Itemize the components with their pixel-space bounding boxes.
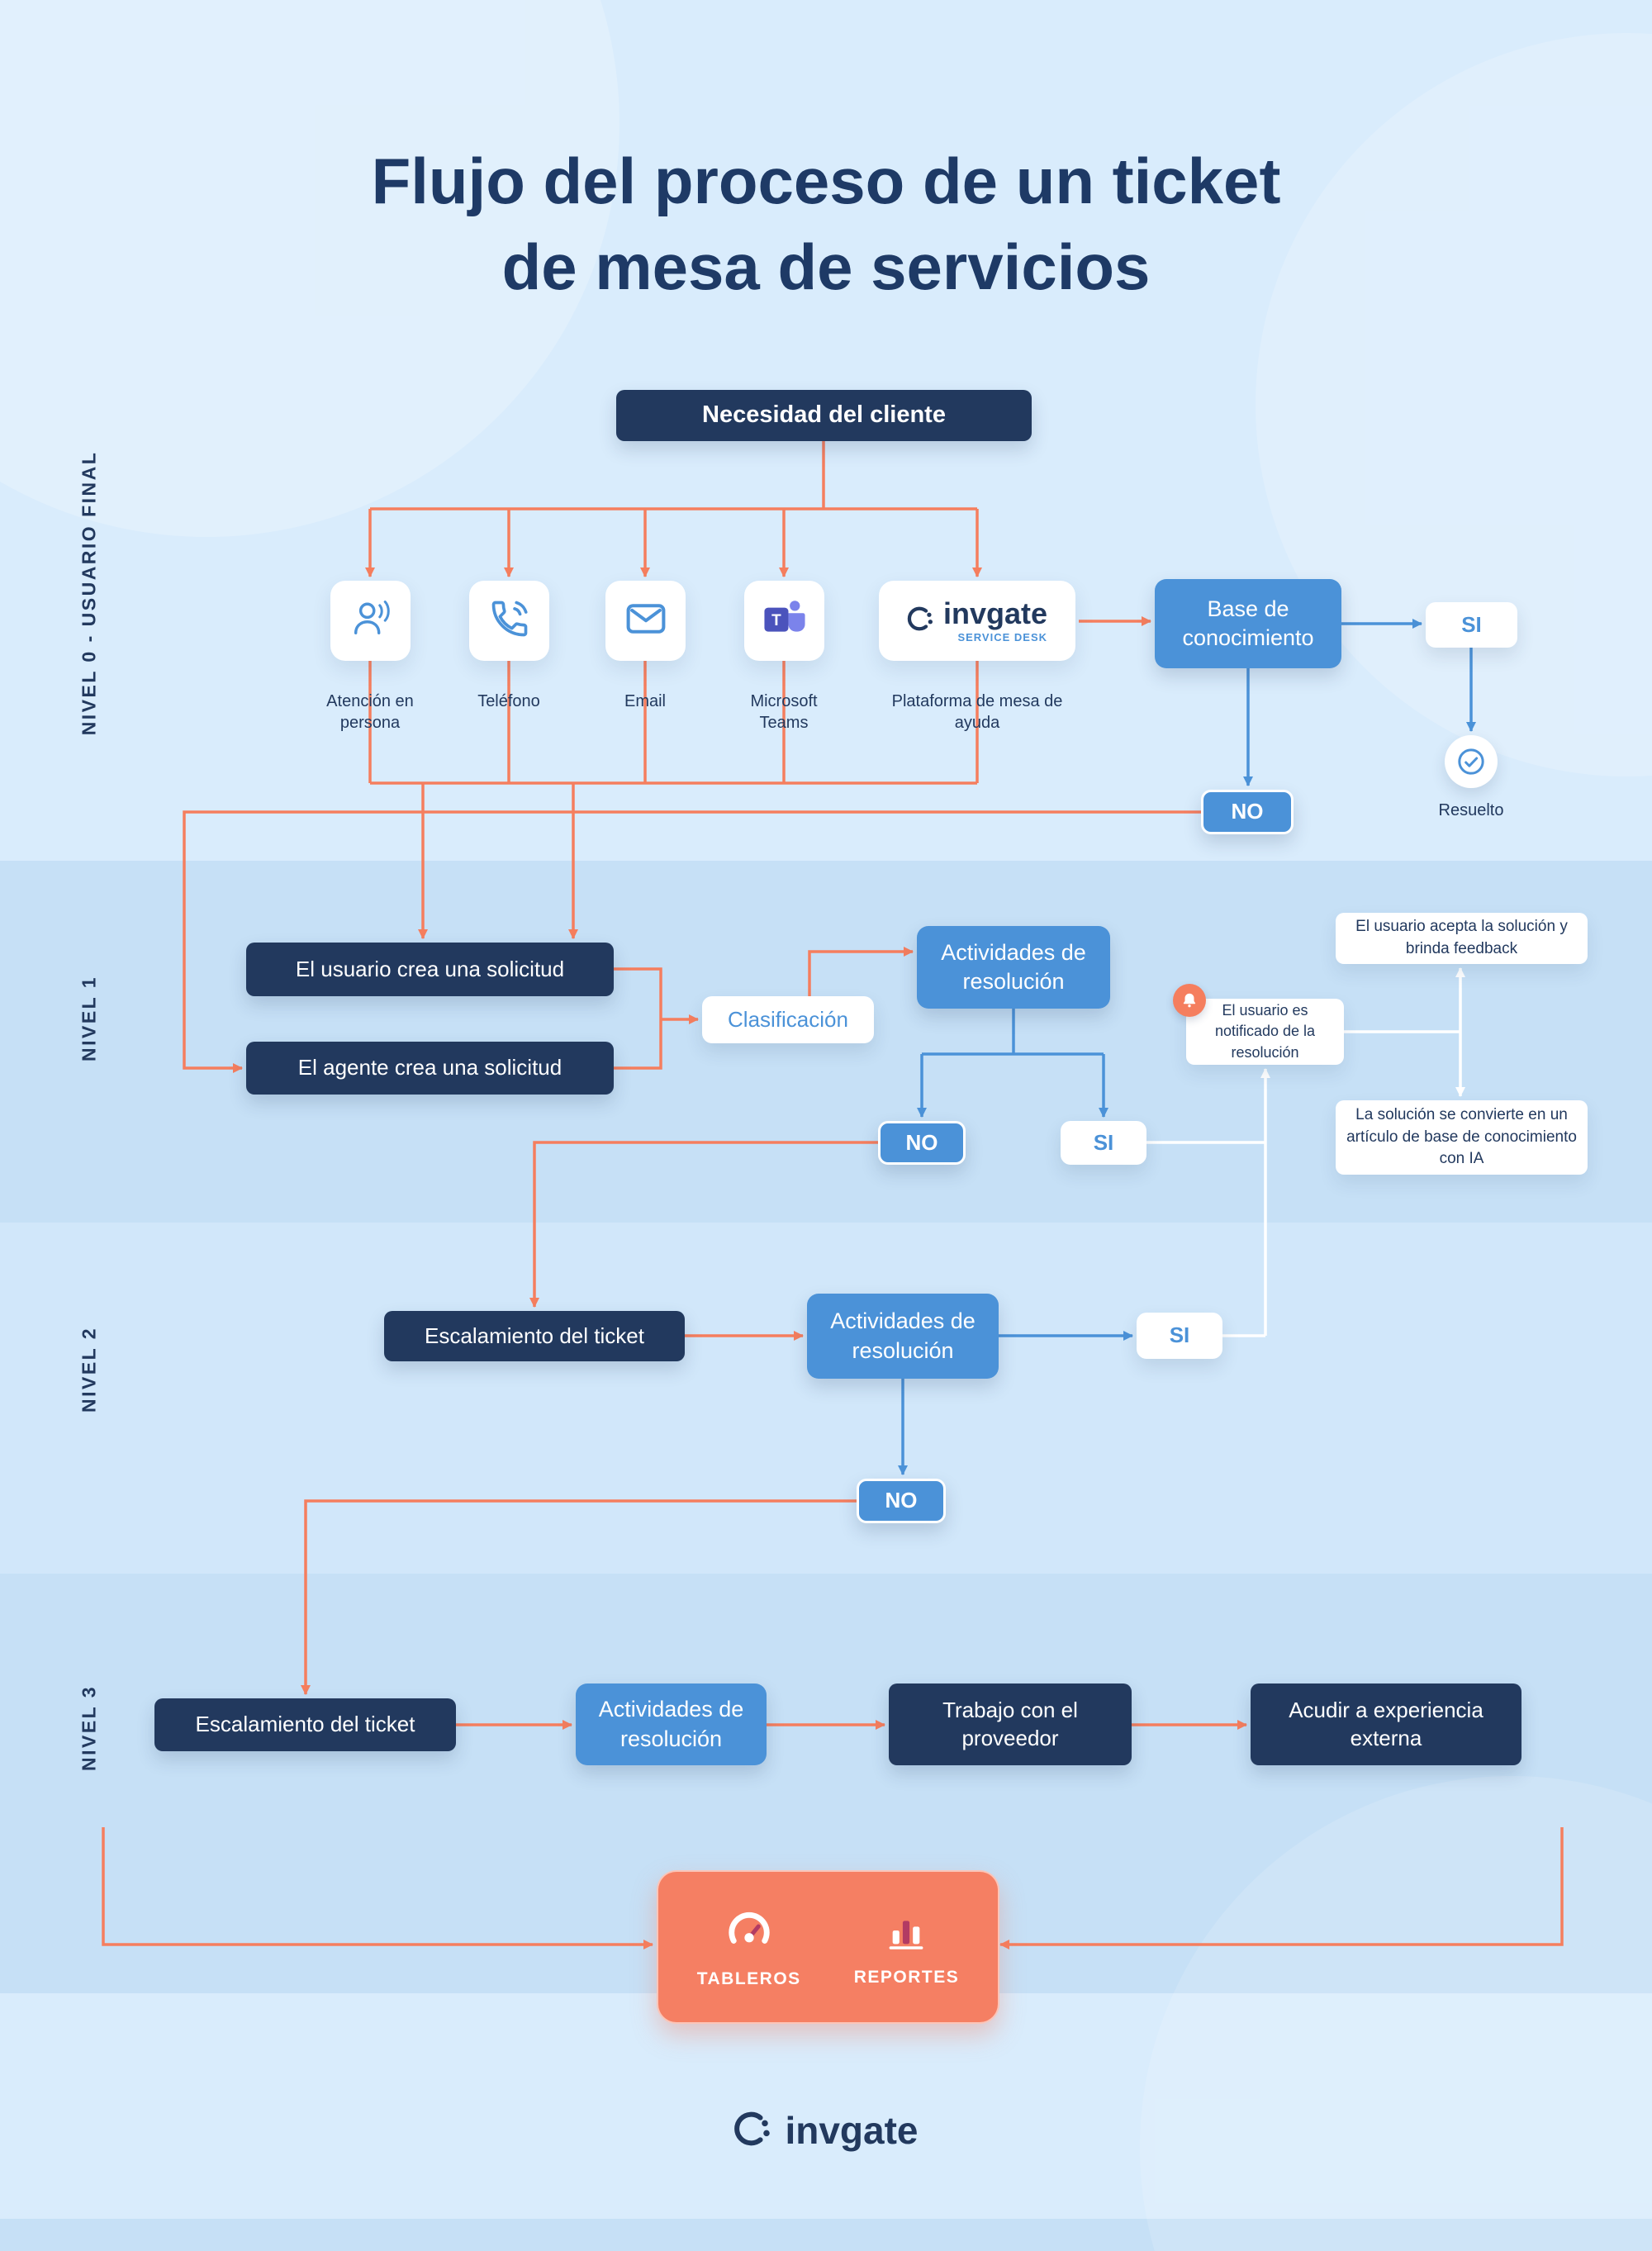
channel-label-phone: Teléfono (477, 692, 540, 710)
level0-side-label: NIVEL 0 - USUARIO FINAL (78, 450, 100, 736)
channel-label-in-person: Atención en persona (287, 691, 453, 734)
channel-label-email: Email (624, 692, 666, 710)
invgate-icon (907, 605, 935, 637)
level2-ticket-escalation-box: Escalamiento del ticket (384, 1311, 685, 1361)
customer-need-box: Necesidad del cliente (616, 390, 1032, 441)
level0-yes-box: SI (1426, 602, 1517, 648)
external-expertise-box: Acudir a experiencia externa (1251, 1684, 1521, 1765)
agent-creates-request-box: El agente crea una solicitud (246, 1042, 614, 1095)
level0-no-box: NO (1201, 790, 1294, 834)
page-title-line1: Flujo del proceso de un ticket (371, 145, 1281, 217)
page-title: Flujo del proceso de un ticket de mesa d… (0, 139, 1652, 310)
classification-box: Clasificación (702, 996, 874, 1043)
invgate-sub-text: SERVICE DESK (957, 630, 1048, 643)
gauge-icon (724, 1906, 774, 1959)
bar-chart-icon (883, 1907, 929, 1958)
phone-icon (488, 597, 531, 644)
metrics-panel: TABLEROS REPORTES (657, 1870, 999, 2024)
level2-no-box: NO (857, 1479, 946, 1523)
page-title-line2: de mesa de servicios (501, 230, 1151, 303)
level1-yes-box: SI (1061, 1121, 1146, 1165)
user-creates-request-box: El usuario crea una solicitud (246, 943, 614, 996)
channel-label-teams: Microsoft Teams (750, 692, 818, 732)
svg-text:T: T (771, 612, 781, 629)
resolved-check-icon (1445, 735, 1498, 788)
user-accepts-solution-box: El usuario acepta la solución y brinda f… (1336, 913, 1588, 964)
email-icon (624, 596, 668, 645)
channel-label-text: Atención en persona (326, 692, 414, 732)
invgate-service-desk-logo: invgate SERVICE DESK (907, 596, 1048, 643)
channel-card-teams: T (744, 581, 824, 661)
knowledge-base-box: Base de conocimiento (1155, 579, 1341, 668)
user-notified-box: El usuario es notificado de la resolució… (1186, 999, 1344, 1065)
level1-resolution-activities-box: Actividades de resolución (917, 926, 1110, 1009)
invgate-brand-text: invgate (942, 596, 1048, 630)
vendor-work-box: Trabajo con el proveedor (889, 1684, 1132, 1765)
dashboards-label: TABLEROS (696, 1968, 801, 1988)
level3-resolution-activities-box: Actividades de resolución (576, 1684, 767, 1765)
channel-card-email (605, 581, 686, 661)
level2-band (0, 1223, 1652, 1574)
resolved-label: Resuelto (1438, 801, 1504, 819)
level3-side-label: NIVEL 3 (78, 1685, 100, 1771)
channel-card-phone (469, 581, 549, 661)
reports-kpi: REPORTES (854, 1907, 960, 1987)
bell-icon (1173, 984, 1206, 1017)
brand-name: invgate (785, 2109, 919, 2152)
microsoft-teams-icon: T (761, 596, 809, 645)
dashboards-kpi: TABLEROS (697, 1906, 801, 1989)
level1-no-box: NO (878, 1121, 966, 1165)
channel-card-in-person (330, 581, 411, 661)
level2-resolution-activities-box: Actividades de resolución (807, 1294, 999, 1379)
bottom-strip (0, 2219, 1652, 2251)
solution-to-kb-article-box: La solución se convierte en un artículo … (1336, 1100, 1588, 1175)
level3-ticket-escalation-box: Escalamiento del ticket (154, 1698, 456, 1751)
level2-side-label: NIVEL 2 (78, 1327, 100, 1413)
invgate-icon (733, 2109, 773, 2153)
in-person-icon (348, 596, 394, 646)
level1-side-label: NIVEL 1 (78, 976, 100, 1061)
level2-yes-box: SI (1137, 1313, 1222, 1359)
channel-label-invgate: Plataforma de mesa de ayuda (891, 692, 1063, 732)
brand-footer: invgate (0, 2108, 1652, 2153)
reports-label: REPORTES (853, 1967, 960, 1987)
channel-card-invgate: invgate SERVICE DESK (879, 581, 1075, 661)
